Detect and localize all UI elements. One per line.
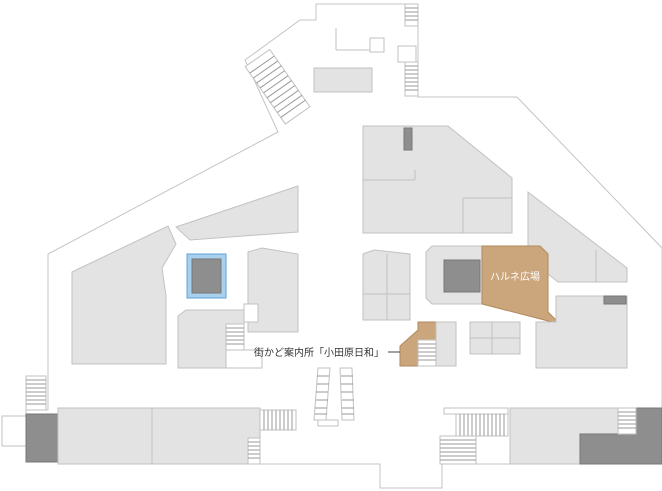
- shop-bottom-left-dark[interactable]: [25, 413, 59, 463]
- shop-right-lower-service: [603, 295, 627, 305]
- room-top-right: [397, 45, 417, 63]
- shop-left-diagonal[interactable]: [175, 185, 299, 241]
- shop-bottom-left-2[interactable]: [151, 407, 261, 465]
- room-top-small: [369, 37, 385, 53]
- stairs-info-center: [417, 339, 437, 367]
- shop-top-center[interactable]: [313, 67, 373, 93]
- shop-far-left[interactable]: [71, 225, 177, 365]
- stairs-top-left: [244, 48, 311, 125]
- stairs-lower-left: [225, 323, 263, 369]
- shop-selected-inner: [191, 258, 222, 294]
- stairs-top-right: [404, 3, 419, 97]
- room-bottom-far-left: [1, 415, 29, 447]
- info-center-label: 街かど案内所「小田原日和」: [254, 346, 384, 359]
- shop-right-lower[interactable]: [535, 295, 628, 369]
- stairs-bottom-right: [617, 407, 637, 435]
- harune-hiroba-label: ハルネ広場: [490, 270, 540, 283]
- harune-hiroba[interactable]: [481, 245, 562, 325]
- shop-harune-inner: [443, 259, 481, 293]
- shop-bottom-left-1[interactable]: [57, 407, 153, 465]
- room-center-left: [243, 303, 259, 323]
- escalators-center: [313, 367, 355, 427]
- info-center-adjacent: [435, 321, 457, 367]
- stairs-bottom-center: [439, 407, 509, 465]
- stairs-bottom-left: [247, 409, 297, 465]
- shop-upper-right[interactable]: [362, 125, 513, 234]
- stairs-left-edge: [25, 375, 47, 411]
- shop-upper-right-service: [403, 127, 413, 151]
